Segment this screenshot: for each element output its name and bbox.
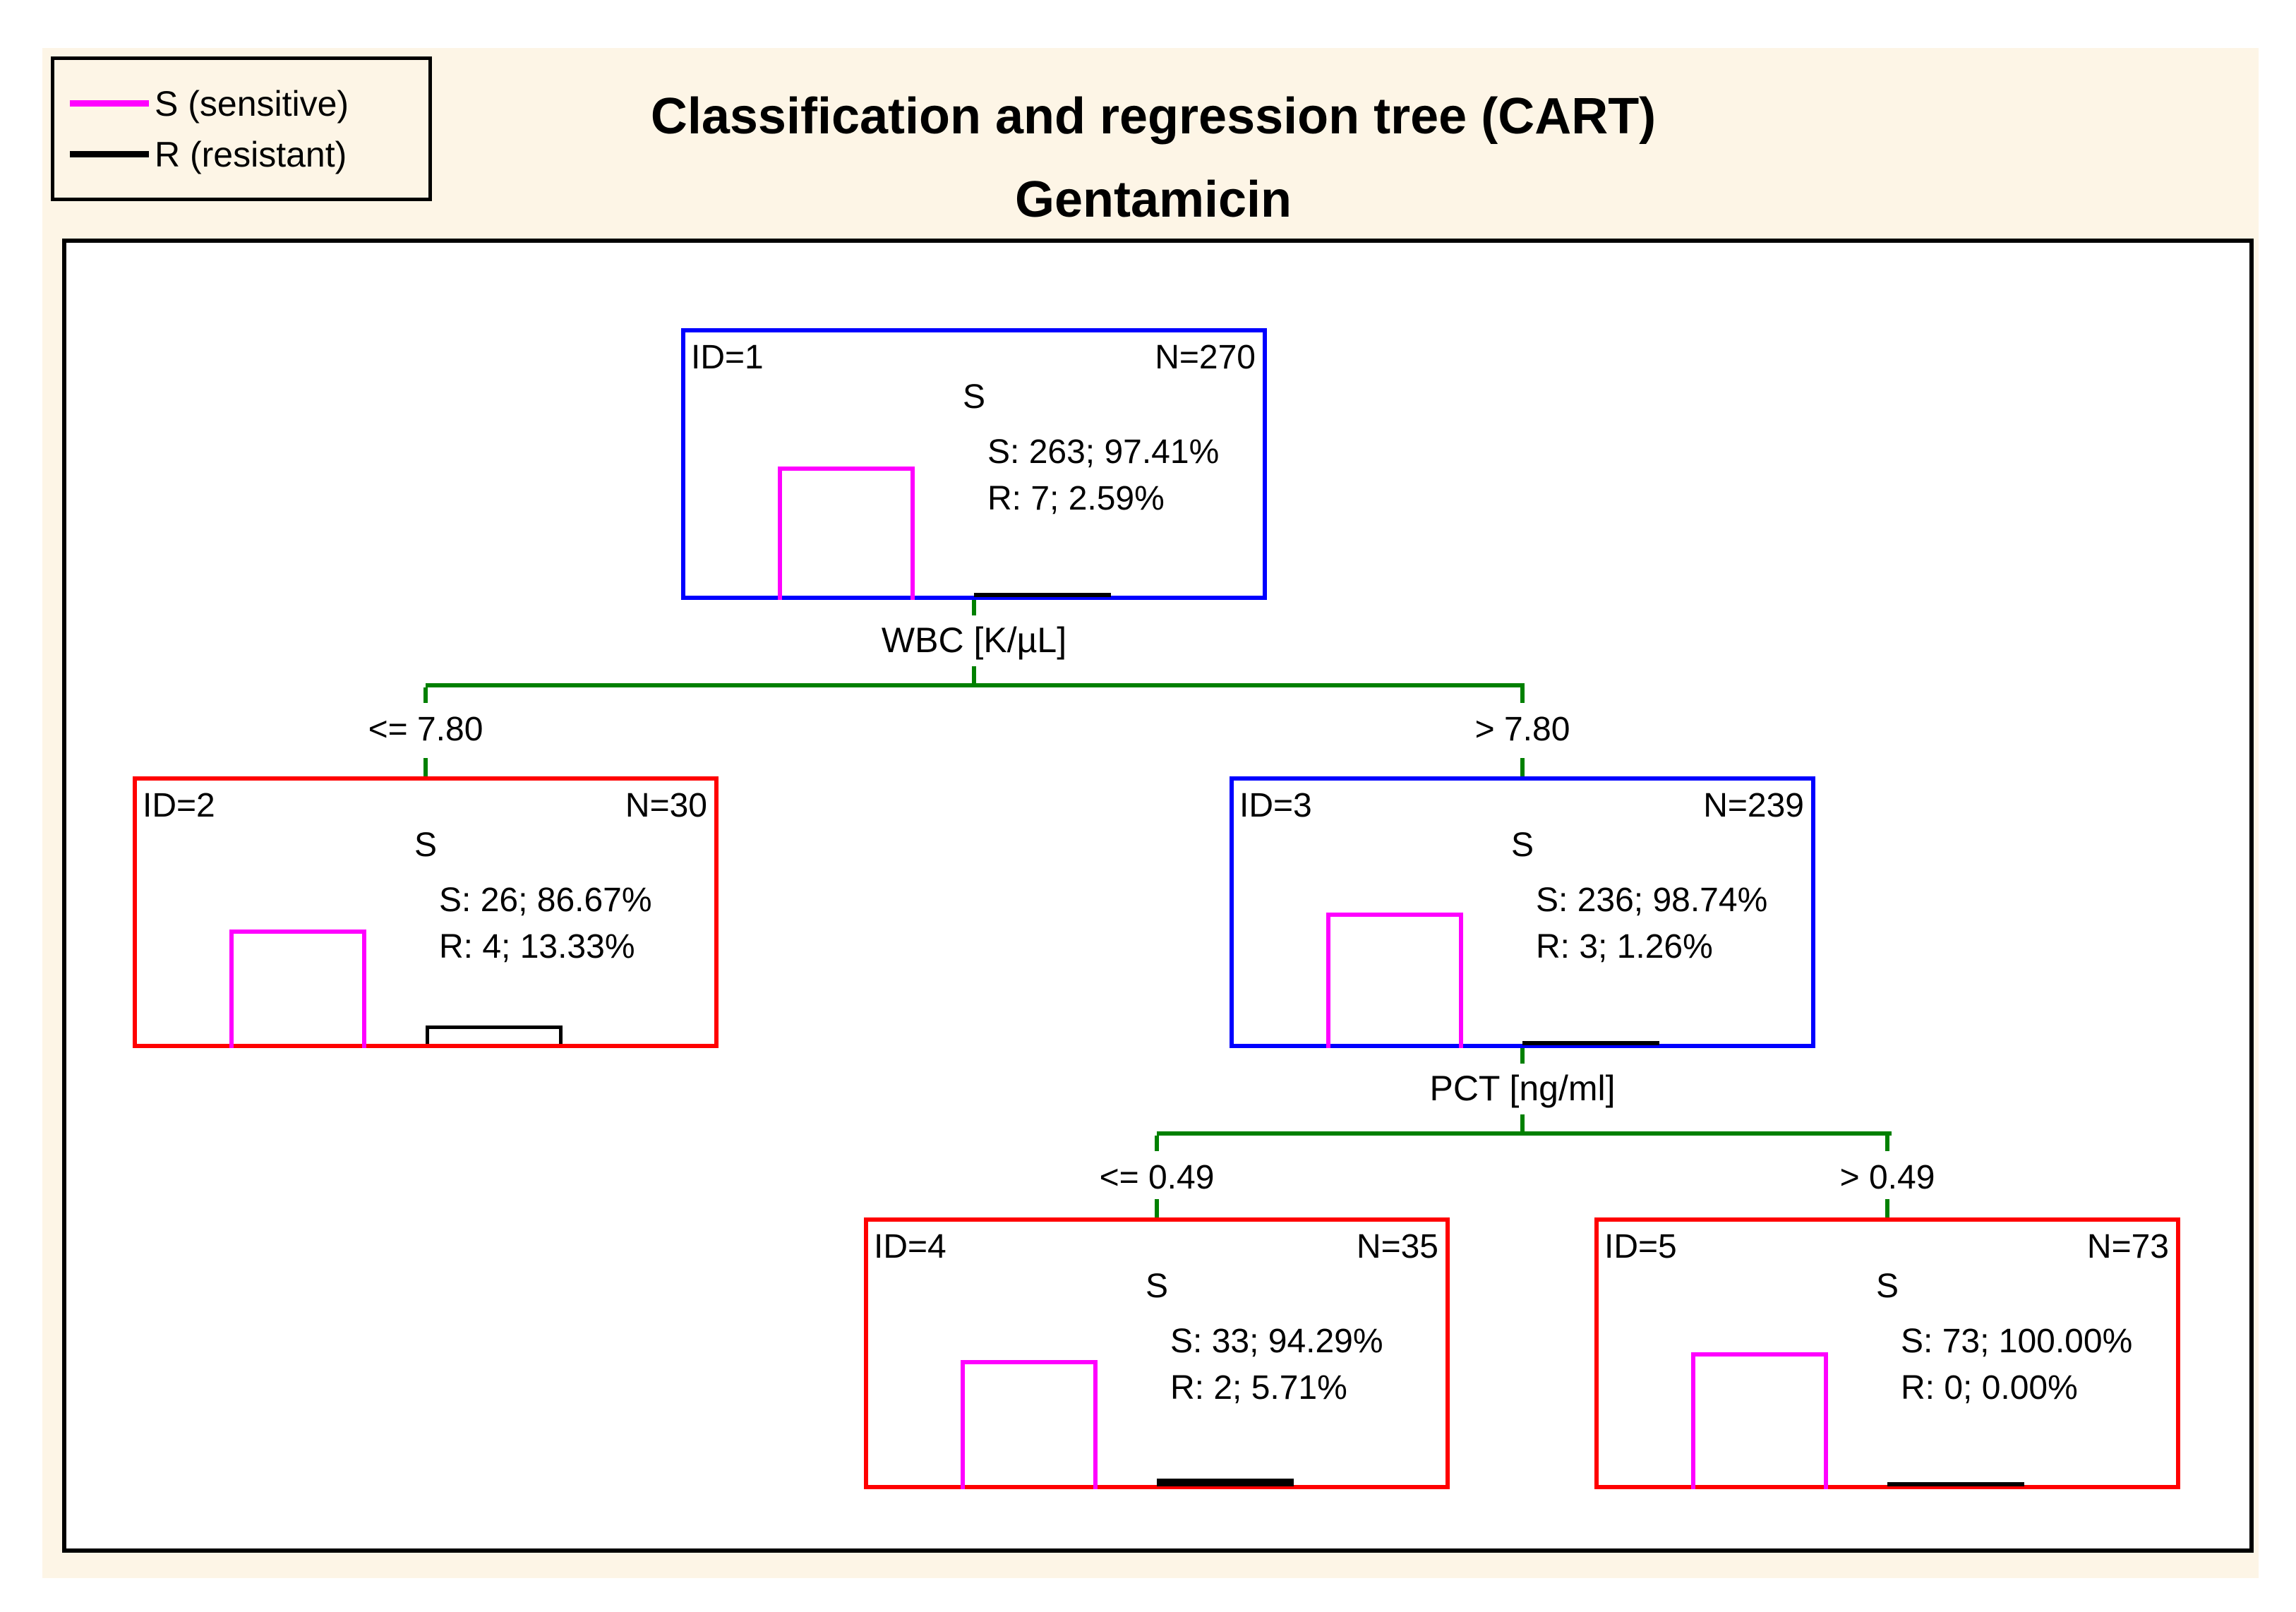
node-sensitive-stats: S: 26; 86.67% [439,882,652,919]
branch-line-wbc [426,683,1525,687]
node-n-label: N=239 [1703,787,1804,824]
node-n-label: N=30 [625,787,707,824]
legend: S (sensitive) R (resistant) [51,56,432,201]
branch-stub-wbc-left [423,687,428,703]
branch-stub-pct-right [1885,1136,1889,1151]
tree-node-4: ID=4 N=35 S S: 33; 94.29% R: 2; 5.71% [864,1217,1450,1489]
resistant-bar [1522,1041,1659,1045]
branch-stub-node2-top [423,758,428,776]
resistant-bar [1887,1482,2024,1486]
tree-node-1: ID=1 N=270 S S: 263; 97.41% R: 7; 2.59% [681,328,1267,600]
node-id-label: ID=2 [143,787,215,824]
sensitive-line-swatch [70,100,149,107]
node-resistant-stats: R: 3; 1.26% [1536,928,1713,966]
resistant-bar [1157,1479,1294,1486]
branch-stub-wbc-right [1520,687,1525,703]
legend-label-resistant: R (resistant) [155,134,347,174]
legend-label-sensitive: S (sensitive) [155,83,349,124]
split-variable-label-wbc: WBC [K/µL] [881,620,1067,660]
tree-node-2: ID=2 N=30 S S: 26; 86.67% R: 4; 13.33% [133,776,719,1048]
legend-item-sensitive: S (sensitive) [70,83,428,124]
branch-condition-right-pct: > 0.49 [1839,1159,1935,1196]
node-resistant-stats: R: 7; 2.59% [987,480,1165,517]
resistant-bar [426,1025,563,1044]
sensitive-bar [1691,1352,1828,1489]
sensitive-bar [229,930,366,1048]
node-sensitive-stats: S: 33; 94.29% [1170,1323,1383,1360]
node-n-label: N=73 [2086,1228,2169,1265]
node-id-label: ID=3 [1239,787,1312,824]
node-sensitive-stats: S: 263; 97.41% [987,433,1220,471]
tree-node-5: ID=5 N=73 S S: 73; 100.00% R: 0; 0.00% [1594,1217,2180,1489]
resistant-line-swatch [70,151,149,157]
node-class-label: S [1145,1268,1168,1305]
branch-stub-node3-bottom [1520,1048,1525,1064]
sensitive-bar [961,1360,1098,1489]
node-class-label: S [414,826,437,864]
node-resistant-stats: R: 0; 0.00% [1901,1369,2078,1407]
branch-stub-node4-top [1155,1199,1159,1217]
branch-condition-left-wbc: <= 7.80 [368,711,483,748]
node-sensitive-stats: S: 236; 98.74% [1536,882,1768,919]
node-id-label: ID=1 [691,339,764,376]
legend-item-resistant: R (resistant) [70,134,428,175]
branch-stub-node3-top [1520,758,1525,776]
sensitive-bar [1326,913,1463,1048]
resistant-bar [974,593,1111,597]
branch-stub-root-bottom [972,600,976,615]
branch-stub-pct-top [1520,1114,1525,1131]
branch-stub-pct-left [1155,1136,1159,1151]
tree-node-3: ID=3 N=239 S S: 236; 98.74% R: 3; 1.26% [1230,776,1815,1048]
node-n-label: N=270 [1155,339,1256,376]
chart-subtitle: Gentamicin [1014,172,1292,228]
node-class-label: S [1510,826,1534,864]
split-variable-label-pct: PCT [ng/ml] [1429,1069,1616,1108]
node-sensitive-stats: S: 73; 100.00% [1901,1323,2133,1360]
node-class-label: S [962,378,985,416]
branch-condition-right-wbc: > 7.80 [1474,711,1570,748]
branch-condition-left-pct: <= 0.49 [1099,1159,1215,1196]
node-id-label: ID=5 [1604,1228,1677,1265]
node-id-label: ID=4 [874,1228,946,1265]
node-resistant-stats: R: 4; 13.33% [439,928,635,966]
chart-title: Classification and regression tree (CART… [650,88,1657,145]
node-resistant-stats: R: 2; 5.71% [1170,1369,1347,1407]
sensitive-bar [778,467,915,600]
node-class-label: S [1875,1268,1899,1305]
branch-stub-node5-top [1885,1199,1889,1217]
branch-line-pct [1157,1131,1892,1136]
branch-stub-wbc-top [972,666,976,683]
node-n-label: N=35 [1356,1228,1438,1265]
